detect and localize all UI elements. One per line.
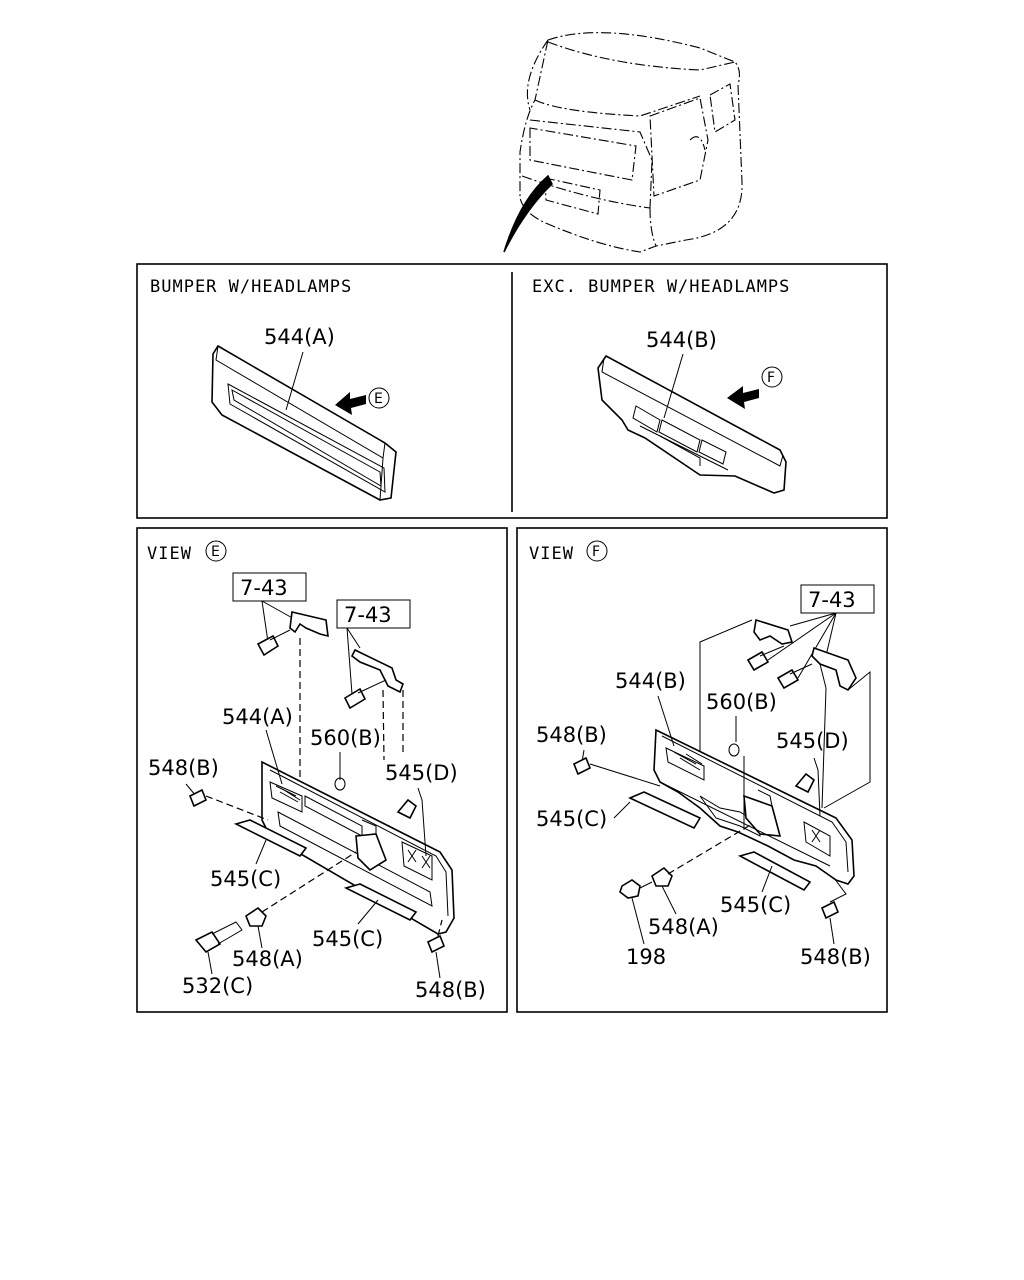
bolt-532c-view-e-icon [194, 930, 222, 954]
label-544b-top: 544(B) [646, 328, 717, 352]
leader-545d-view-f [813, 757, 821, 817]
leader-7-43-f [767, 612, 837, 679]
ref-7-43-e2: 7-43 [344, 603, 392, 627]
screw-548b-right-view-f-icon [820, 900, 840, 920]
leader-548a-view-e [257, 925, 263, 949]
grille-544a-illustration [211, 344, 397, 501]
label-545c-upper-view-e: 545(C) [210, 867, 281, 891]
leader-544b-view-f [657, 695, 675, 747]
label-560b-view-e: 560(B) [310, 726, 381, 750]
assembly-line-f2 [823, 670, 871, 809]
assembly-line-f3 [819, 663, 827, 809]
assembly-line-e6 [437, 919, 443, 937]
label-532c-view-e: 532(C) [182, 974, 253, 998]
ref-box-7-43-e2 [336, 599, 411, 629]
label-548a-view-e: 548(A) [232, 947, 303, 971]
screw-548b-left-view-e-icon [188, 788, 208, 808]
strip-545c-lower-view-e-icon [343, 883, 418, 922]
leader-545c-upper-view-e [255, 839, 267, 865]
label-545c-lower-view-e: 545(C) [312, 927, 383, 951]
ref-7-43-e1: 7-43 [240, 576, 288, 600]
strip-545c-upper-view-e-icon [233, 819, 308, 858]
truck-cab-illustration [503, 32, 743, 253]
assembly-line-f5 [589, 763, 661, 787]
label-545d-view-e: 545(D) [385, 761, 458, 785]
leader-548a-view-f [661, 885, 677, 915]
view-f-heading: VIEW [529, 544, 574, 564]
screw-548b-left-view-f-icon [572, 756, 592, 776]
upper-bracket-right-icon [343, 648, 404, 710]
leader-544b-top [663, 353, 684, 419]
label-548b-left-view-f: 548(B) [536, 723, 607, 747]
upper-bracket-right-view-f-icon [776, 646, 857, 692]
assembly-line-f1 [699, 619, 753, 758]
assembly-line-f7 [829, 877, 847, 903]
view-f-circle-marker: F [586, 540, 608, 562]
grille-544b-illustration [597, 354, 787, 494]
grille-544a-view-e [261, 760, 455, 935]
clip-560b-view-f-icon [728, 743, 740, 757]
svg-text:F: F [592, 544, 600, 560]
nut-198-connector [639, 881, 653, 889]
label-548a-view-f: 548(A) [648, 915, 719, 939]
clip-548a-view-f-icon [651, 866, 673, 887]
leader-544a-view-e [265, 729, 283, 785]
clip-560b-view-e-icon [334, 777, 346, 791]
view-e-heading: VIEW [147, 544, 192, 564]
svg-text:F: F [767, 370, 775, 386]
top-panel-frame [136, 263, 888, 519]
strip-545c-right-view-f-icon [737, 851, 812, 892]
label-548b-left-view-e: 548(B) [148, 756, 219, 780]
view-e-circle-marker: E [205, 540, 227, 562]
label-545d-view-f: 545(D) [776, 729, 849, 753]
view-f-direction-arrow-icon: F [727, 366, 783, 409]
view-e-direction-arrow-icon: E [335, 387, 390, 415]
label-198-view-f: 198 [626, 945, 666, 969]
assembly-line-e4 [205, 795, 269, 821]
heading-bumper-with-headlamps: BUMPER W/HEADLAMPS [150, 277, 352, 297]
leader-7-43-e1 [261, 600, 297, 643]
leader-545c-left-view-f [613, 801, 631, 819]
leader-548b-right-view-e [435, 951, 441, 979]
label-544a-top: 544(A) [264, 325, 335, 349]
svg-text:E: E [211, 544, 220, 560]
assembly-line-f6 [667, 823, 753, 875]
label-545c-left-view-f: 545(C) [536, 807, 607, 831]
leader-545c-right-view-f [761, 865, 773, 893]
leader-198-view-f [631, 897, 645, 945]
screw-548b-right-view-e-icon [426, 934, 446, 954]
bracket-545d-view-e-icon [396, 798, 418, 820]
heading-exc-bumper-with-headlamps: EXC. BUMPER W/HEADLAMPS [532, 277, 790, 297]
grille-544b-view-f [653, 728, 855, 885]
leader-548b-right-view-f [829, 917, 835, 945]
label-560b-view-f: 560(B) [706, 690, 777, 714]
assembly-line-e2 [382, 689, 385, 761]
ref-7-43-f: 7-43 [808, 588, 856, 612]
label-548b-right-view-f: 548(B) [800, 945, 871, 969]
upper-bracket-left-icon [256, 611, 329, 657]
leader-545d-view-e [417, 787, 427, 857]
strip-545c-left-view-f-icon [628, 791, 702, 830]
svg-text:E: E [374, 391, 383, 407]
clip-548a-view-e-icon [245, 906, 267, 927]
leader-7-43-e2 [346, 627, 361, 695]
label-544b-view-f: 544(B) [615, 669, 686, 693]
label-545c-right-view-f: 545(C) [720, 893, 791, 917]
leader-545c-lower-view-e [357, 899, 379, 925]
view-e-panel-frame [136, 527, 508, 1013]
leader-544a-top [285, 351, 304, 411]
view-f-panel-frame [516, 527, 888, 1013]
assembly-line-e5 [261, 851, 357, 913]
leader-532c-view-e [207, 951, 213, 975]
ref-box-7-43-f [800, 584, 875, 614]
label-548b-right-view-e: 548(B) [415, 978, 486, 1002]
nut-198-view-f-icon [619, 879, 641, 899]
ref-box-7-43-e1 [232, 572, 307, 602]
upper-bracket-left-view-f-icon [746, 618, 794, 672]
label-544a-view-e: 544(A) [222, 705, 293, 729]
bracket-545d-view-f-icon [794, 772, 816, 794]
